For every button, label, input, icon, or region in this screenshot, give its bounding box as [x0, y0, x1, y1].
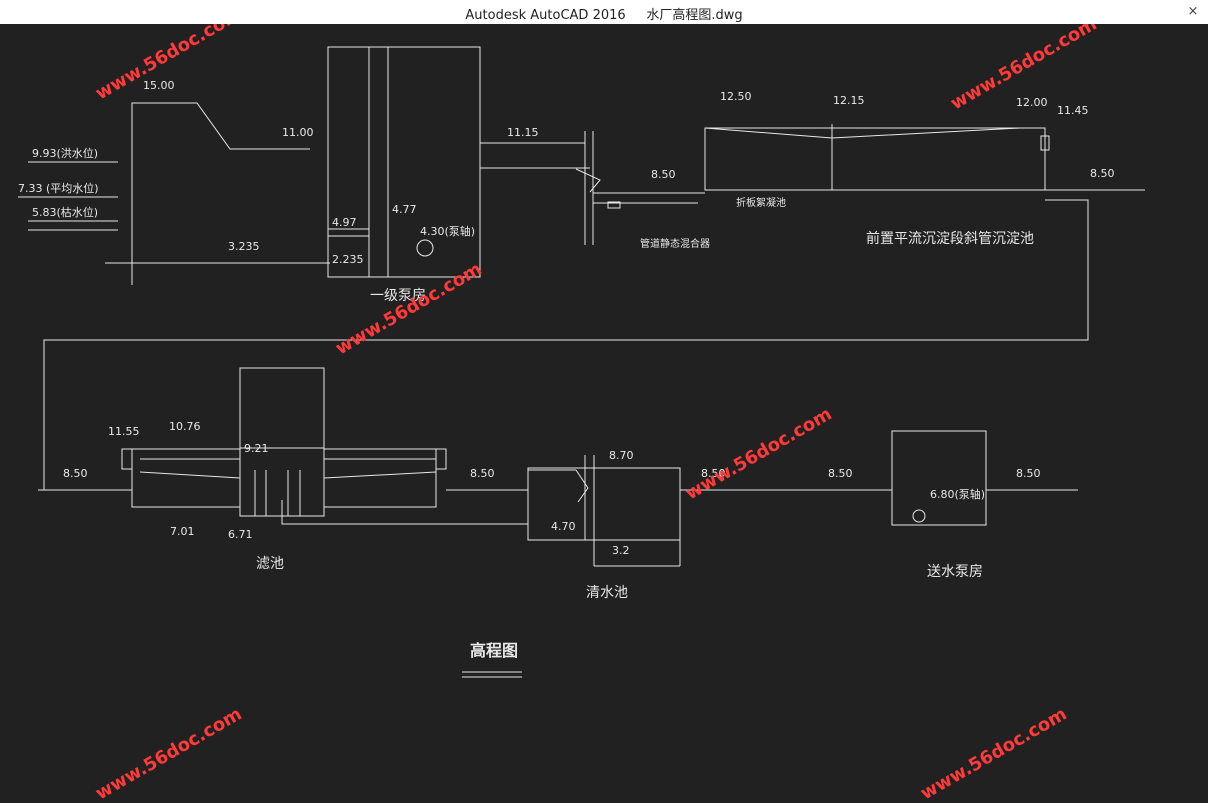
elev-1076: 10.76 — [169, 420, 201, 433]
label-pump-house-1: 一级泵房 — [370, 288, 426, 304]
elev-477: 4.77 — [392, 203, 417, 216]
watermark-1: www.56doc.com — [92, 24, 246, 104]
elev-470: 4.70 — [551, 520, 576, 533]
watermark-4: www.56doc.com — [682, 404, 836, 505]
elev-671: 6.71 — [228, 528, 253, 541]
drawing-lines — [18, 46, 1145, 678]
elevation-labels: 15.00 11.00 9.93(洪水位) 7.33 (平均水位) 5.83(枯… — [18, 79, 1115, 557]
cad-drawing-canvas[interactable]: 15.00 11.00 9.93(洪水位) 7.33 (平均水位) 5.83(枯… — [0, 24, 1208, 803]
elev-430: 4.30(泵轴) — [420, 224, 475, 238]
elev-850b: 8.50 — [1090, 167, 1115, 180]
elev-1155: 11.55 — [108, 425, 140, 438]
elev-850d: 8.50 — [470, 467, 495, 480]
elev-850e: 8.50 — [701, 467, 726, 480]
watermarks: www.56doc.com www.56doc.com www.56doc.co… — [92, 24, 1101, 803]
elev-1215: 12.15 — [833, 94, 865, 107]
watermark-6: www.56doc.com — [917, 704, 1071, 803]
elev-1250: 12.50 — [720, 90, 752, 103]
elev-921: 9.21 — [244, 442, 269, 455]
watermark-3: www.56doc.com — [332, 259, 486, 360]
elev-flood: 9.93(洪水位) — [32, 146, 98, 160]
elev-dry: 5.83(枯水位) — [32, 205, 98, 219]
label-clear-water-tank: 清水池 — [586, 585, 628, 601]
elev-2235: 2.235 — [332, 253, 364, 266]
label-delivery-pump-house: 送水泵房 — [927, 564, 983, 580]
elev-850f: 8.50 — [828, 467, 853, 480]
elev-1200: 12.00 — [1016, 96, 1048, 109]
watermark-5: www.56doc.com — [92, 704, 246, 803]
close-button[interactable]: × — [1187, 4, 1199, 19]
label-mixer: 管道静态混合器 — [640, 237, 710, 250]
elev-850g: 8.50 — [1016, 467, 1041, 480]
elev-mean: 7.33 (平均水位) — [18, 181, 99, 195]
elev-870: 8.70 — [609, 449, 634, 462]
elev-850c: 8.50 — [63, 467, 88, 480]
elev-1500: 15.00 — [143, 79, 175, 92]
elev-3235: 3.235 — [228, 240, 260, 253]
label-filter: 滤池 — [256, 556, 284, 572]
elev-32: 3.2 — [612, 544, 630, 557]
elev-850a: 8.50 — [651, 168, 676, 181]
window-title: Autodesk AutoCAD 2016 水厂高程图.dwg — [465, 8, 743, 23]
label-settling-tank: 前置平流沉淀段斜管沉淀池 — [866, 230, 1034, 247]
elev-680: 6.80(泵轴) — [930, 487, 985, 501]
elev-497: 4.97 — [332, 216, 357, 229]
elev-701: 7.01 — [170, 525, 195, 538]
structure-labels: 一级泵房 前置平流沉淀段斜管沉淀池 折板絮凝池 管道静态混合器 滤池 清水池 送… — [256, 196, 1034, 660]
drawing-title: 高程图 — [470, 641, 518, 660]
elev-1100: 11.00 — [282, 126, 314, 139]
title-bar: Autodesk AutoCAD 2016 水厂高程图.dwg × — [0, 0, 1208, 24]
elev-1145: 11.45 — [1057, 104, 1089, 117]
label-flocculation: 折板絮凝池 — [736, 196, 786, 209]
elev-1115: 11.15 — [507, 126, 539, 139]
